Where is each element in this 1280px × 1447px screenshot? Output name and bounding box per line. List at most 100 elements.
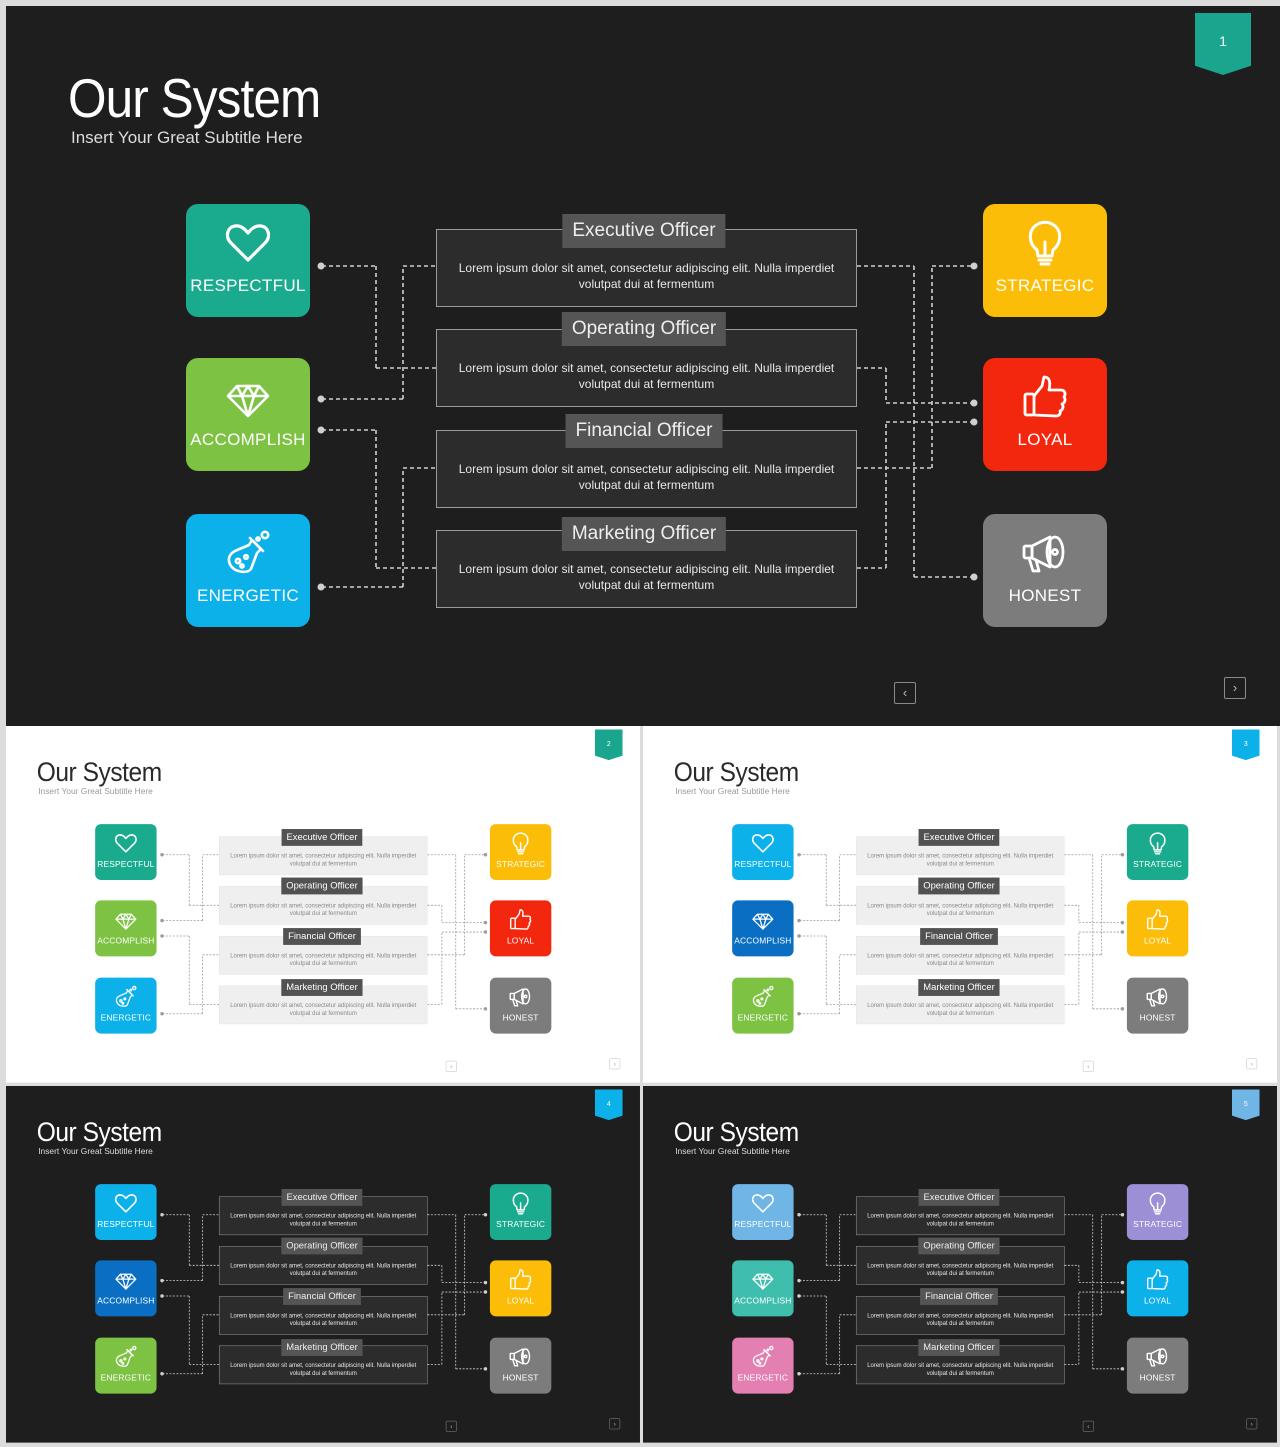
slide-4[interactable]: 4 Our System Insert Your Great Subtitle … xyxy=(6,1086,640,1443)
tile-accomplish[interactable]: ACCOMPLISH xyxy=(95,900,157,957)
page-subtitle: Insert Your Great Subtitle Here xyxy=(675,1146,790,1156)
tile-energetic[interactable]: ENERGETIC xyxy=(95,1337,157,1394)
tile-accomplish[interactable]: ACCOMPLISH xyxy=(95,1260,157,1317)
officer-title-executive: Executive Officer xyxy=(281,1189,363,1206)
officer-description: Lorem ipsum dolor sit amet, consectetur … xyxy=(458,361,835,391)
lightbulb-icon xyxy=(1028,220,1062,266)
tile-loyal[interactable]: LOYAL xyxy=(983,358,1107,471)
tile-energetic[interactable]: ENERGETIC xyxy=(732,977,794,1034)
officer-description: Lorem ipsum dolor sit amet, consectetur … xyxy=(230,1212,417,1228)
officer-description: Lorem ipsum dolor sit amet, consectetur … xyxy=(458,562,835,592)
tile-loyal[interactable]: LOYAL xyxy=(489,900,552,957)
officer-title-operating: Operating Officer xyxy=(561,312,727,346)
lightbulb-icon xyxy=(1149,1192,1166,1215)
next-slide-button[interactable]: › xyxy=(609,1418,621,1430)
tile-loyal[interactable]: LOYAL xyxy=(489,1260,552,1317)
officer-description: Lorem ipsum dolor sit amet, consectetur … xyxy=(867,1212,1054,1228)
tile-respectful[interactable]: RESPECTFUL xyxy=(95,824,157,881)
prev-slide-button[interactable]: ‹ xyxy=(894,682,916,704)
officer-title-marketing: Marketing Officer xyxy=(918,1339,1000,1356)
tile-label: ENERGETIC xyxy=(197,586,299,605)
tile-honest[interactable]: HONEST xyxy=(489,1337,552,1394)
tile-accomplish[interactable]: ACCOMPLISH xyxy=(732,1260,794,1317)
tile-label: HONEST xyxy=(502,1013,539,1023)
tile-honest[interactable]: HONEST xyxy=(1126,1337,1189,1394)
tile-label: RESPECTFUL xyxy=(97,859,155,870)
officer-title-financial: Financial Officer xyxy=(283,1288,361,1305)
tile-label: ENERGETIC xyxy=(100,1373,152,1383)
tile-label: STRATEGIC xyxy=(1133,1219,1183,1230)
officer-title-marketing: Marketing Officer xyxy=(561,517,727,551)
prev-slide-button[interactable]: ‹ xyxy=(1082,1060,1094,1072)
thumbs-up-icon xyxy=(1023,375,1067,418)
tile-loyal[interactable]: LOYAL xyxy=(1126,900,1189,957)
megaphone-icon xyxy=(509,1348,531,1367)
tile-energetic[interactable]: ENERGETIC xyxy=(95,977,157,1034)
connector-lines xyxy=(797,1213,1125,1376)
tile-honest[interactable]: HONEST xyxy=(489,977,552,1034)
tile-strategic[interactable]: STRATEGIC xyxy=(983,204,1107,317)
slide-number-ribbon: 4 xyxy=(594,1089,623,1121)
tile-label: STRATEGIC xyxy=(995,276,1095,295)
page-subtitle: Insert Your Great Subtitle Here xyxy=(38,786,153,796)
officer-description: Lorem ipsum dolor sit amet, consectetur … xyxy=(230,852,417,868)
tile-label: RESPECTFUL xyxy=(190,276,306,295)
tile-respectful[interactable]: RESPECTFUL xyxy=(732,1184,794,1241)
next-slide-button[interactable]: › xyxy=(1246,1058,1258,1070)
officer-title-financial: Financial Officer xyxy=(283,928,361,945)
next-slide-button[interactable]: › xyxy=(1224,677,1246,699)
tile-label: ENERGETIC xyxy=(737,1013,789,1023)
prev-slide-button[interactable]: ‹ xyxy=(445,1420,457,1432)
tile-energetic[interactable]: ENERGETIC xyxy=(186,514,310,627)
tile-respectful[interactable]: RESPECTFUL xyxy=(95,1184,157,1241)
slide-number-ribbon: 3 xyxy=(1231,729,1260,761)
thumbs-up-icon xyxy=(510,909,532,930)
next-slide-button[interactable]: › xyxy=(609,1058,621,1070)
officer-description: Lorem ipsum dolor sit amet, consectetur … xyxy=(458,462,835,492)
officer-title-executive: Executive Officer xyxy=(918,1189,1000,1206)
officer-title-operating: Operating Officer xyxy=(281,1237,363,1255)
officer-description: Lorem ipsum dolor sit amet, consectetur … xyxy=(867,951,1054,967)
tile-strategic[interactable]: STRATEGIC xyxy=(1126,824,1189,881)
officer-description: Lorem ipsum dolor sit amet, consectetur … xyxy=(230,951,417,967)
page-title: Our System xyxy=(36,1116,162,1147)
slide-1[interactable]: 1 Our System Insert Your Great Subtitle … xyxy=(6,6,1280,726)
thumbs-up-icon xyxy=(1147,1269,1169,1290)
officer-title-financial: Financial Officer xyxy=(920,928,998,945)
tile-loyal[interactable]: LOYAL xyxy=(1126,1260,1189,1317)
officer-card-marketing: Lorem ipsum dolor sit amet, consectetur … xyxy=(218,1345,428,1385)
officer-description: Lorem ipsum dolor sit amet, consectetur … xyxy=(867,901,1054,917)
tile-strategic[interactable]: STRATEGIC xyxy=(489,1184,552,1241)
tile-label: RESPECTFUL xyxy=(734,1219,792,1230)
slide-5[interactable]: 5 Our System Insert Your Great Subtitle … xyxy=(643,1086,1277,1443)
slide-3[interactable]: 3 Our System Insert Your Great Subtitle … xyxy=(643,726,1277,1083)
prev-slide-button[interactable]: ‹ xyxy=(1082,1420,1094,1432)
officer-description: Lorem ipsum dolor sit amet, consectetur … xyxy=(230,1311,417,1327)
next-slide-button[interactable]: › xyxy=(1246,1418,1258,1430)
tile-energetic[interactable]: ENERGETIC xyxy=(732,1337,794,1394)
officer-title-operating: Operating Officer xyxy=(918,877,1000,895)
diamond-icon xyxy=(752,913,774,930)
officer-title-executive: Executive Officer xyxy=(281,829,363,846)
lightbulb-icon xyxy=(1149,832,1166,855)
prev-slide-button[interactable]: ‹ xyxy=(445,1060,457,1072)
tile-accomplish[interactable]: ACCOMPLISH xyxy=(186,358,310,471)
tile-respectful[interactable]: RESPECTFUL xyxy=(732,824,794,881)
tile-strategic[interactable]: STRATEGIC xyxy=(1126,1184,1189,1241)
diamond-icon xyxy=(226,384,270,418)
connector-lines xyxy=(797,853,1125,1016)
thumbs-up-icon xyxy=(510,1269,532,1290)
tile-accomplish[interactable]: ACCOMPLISH xyxy=(732,900,794,957)
slide-2[interactable]: 2 Our System Insert Your Great Subtitle … xyxy=(6,726,640,1083)
page-title: Our System xyxy=(36,756,162,787)
tile-strategic[interactable]: STRATEGIC xyxy=(489,824,552,881)
tile-honest[interactable]: HONEST xyxy=(1126,977,1189,1034)
tile-label: RESPECTFUL xyxy=(97,1219,155,1230)
officer-title-financial: Financial Officer xyxy=(565,414,723,448)
tile-respectful[interactable]: RESPECTFUL xyxy=(186,204,310,317)
tile-label: HONEST xyxy=(1139,1373,1176,1383)
tile-honest[interactable]: HONEST xyxy=(983,514,1107,627)
lightbulb-icon xyxy=(512,1192,529,1215)
slide-number: 2 xyxy=(606,739,611,748)
tile-label: STRATEGIC xyxy=(1133,859,1183,870)
